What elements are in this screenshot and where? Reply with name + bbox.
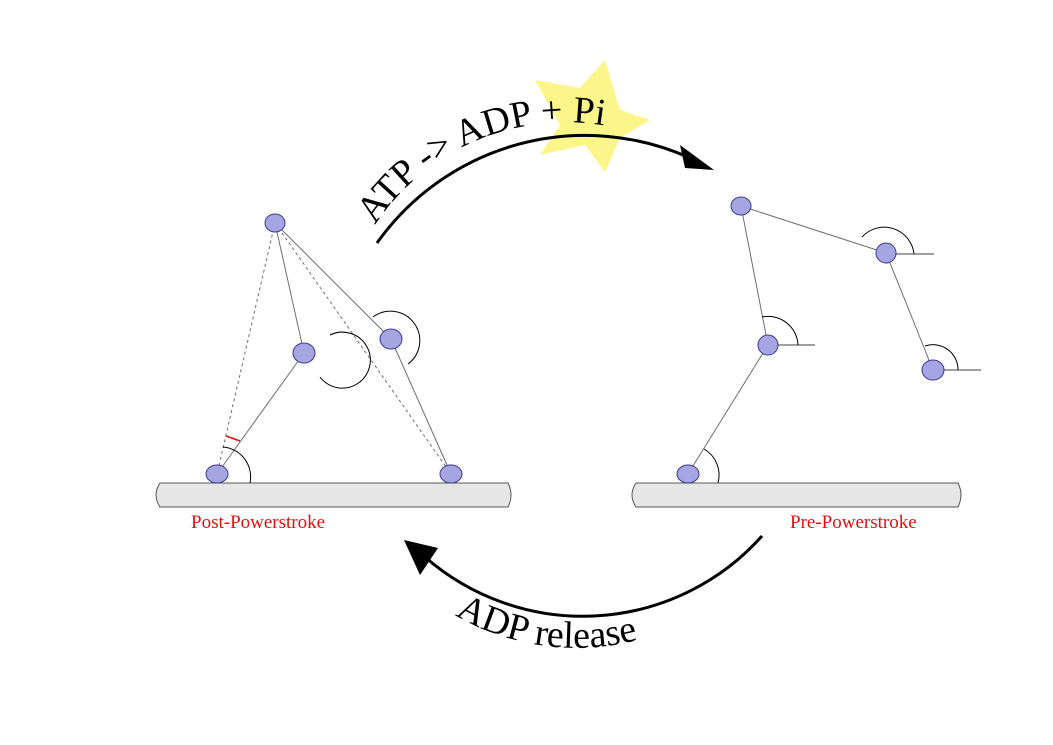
top-arrowhead — [680, 145, 714, 170]
joint — [439, 464, 463, 484]
reaction-bottom-label: ADP release — [451, 586, 641, 657]
leg-link — [740, 205, 887, 254]
angle-arc — [703, 448, 720, 484]
angle-arc — [924, 344, 959, 371]
energy-star — [535, 60, 650, 172]
joint — [264, 213, 286, 233]
joint — [921, 359, 945, 381]
leg-link — [274, 222, 305, 354]
joint — [757, 334, 779, 356]
top-cycle-arrow — [375, 133, 691, 244]
joint — [676, 464, 700, 484]
joint — [205, 464, 229, 484]
angle-arc — [761, 315, 799, 346]
actin-filament-right — [631, 482, 962, 508]
leg-link — [687, 344, 769, 475]
dashed-line — [216, 222, 276, 475]
joint — [875, 242, 897, 264]
post-powerstroke-state: Post-Powerstroke — [155, 213, 512, 533]
joint — [292, 342, 316, 364]
strain-marker — [225, 435, 241, 442]
leg-link — [390, 338, 452, 475]
angle-arc — [319, 331, 371, 389]
pre-powerstroke-label: Pre-Powerstroke — [790, 512, 917, 533]
post-powerstroke-label: Post-Powerstroke — [191, 512, 325, 533]
leg-link — [216, 352, 305, 475]
joint — [379, 328, 403, 350]
angle-arc — [372, 310, 421, 365]
bottom-cycle-arrow — [424, 535, 764, 618]
joint — [730, 196, 752, 216]
leg-link — [885, 252, 934, 371]
angle-arc — [222, 446, 252, 484]
actin-filament-left — [155, 482, 512, 508]
leg-link — [274, 222, 392, 340]
leg-link — [740, 205, 769, 346]
bottom-arrowhead — [404, 540, 438, 575]
pre-powerstroke-state: Pre-Powerstroke — [631, 196, 981, 533]
angle-arc — [861, 226, 915, 255]
